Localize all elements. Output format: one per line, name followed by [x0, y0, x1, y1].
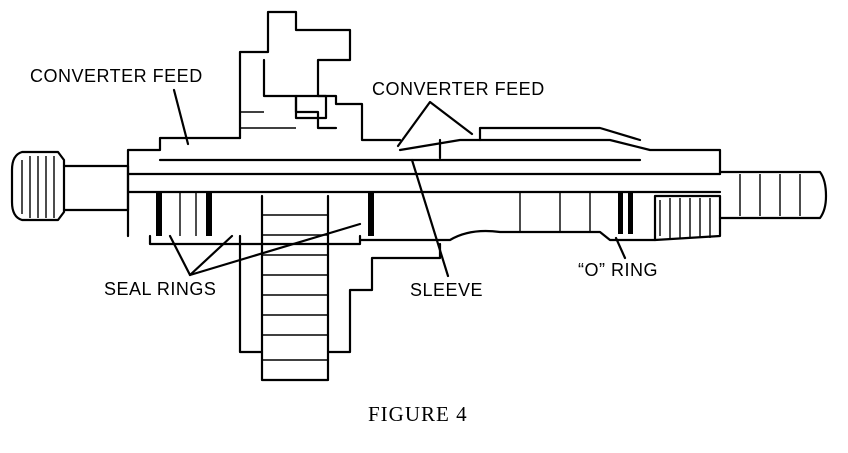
seal-rings-label: SEAL RINGS — [104, 279, 217, 299]
upper-housing — [238, 10, 402, 142]
lower-gear — [238, 194, 442, 382]
converter-feed-label-left: CONVERTER FEED — [30, 66, 203, 86]
leader-lines — [168, 88, 627, 278]
left-splined-end — [10, 150, 130, 222]
figure-caption: FIGURE 4 — [368, 402, 468, 426]
o-ring-label: “O” RING — [578, 260, 658, 280]
leader-converter-feed-right — [396, 100, 474, 148]
leader-sleeve — [410, 158, 450, 278]
sleeve-label: SLEEVE — [410, 280, 484, 300]
leader-o-ring — [614, 236, 627, 260]
right-splined-end — [653, 170, 828, 242]
converter-feed-label-right: CONVERTER FEED — [372, 79, 545, 99]
leader-converter-feed-left — [172, 88, 190, 146]
main-shaft — [126, 126, 722, 246]
leader-seal-rings-right — [188, 222, 362, 277]
leader-seal-rings-left — [168, 234, 234, 277]
